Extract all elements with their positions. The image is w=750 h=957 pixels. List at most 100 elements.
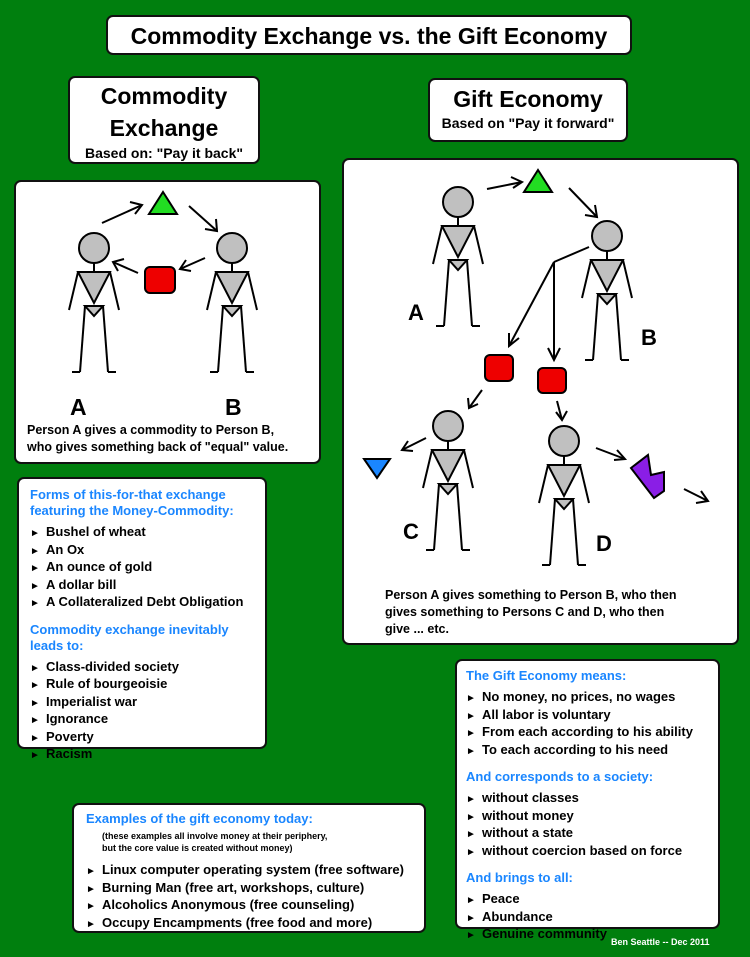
list-item: ►Bushel of wheat — [30, 524, 265, 542]
arrow-c-to-blue-triangle — [400, 437, 427, 452]
person-b-figure — [206, 232, 258, 373]
list-item: ►Abundance — [466, 909, 718, 927]
red-square-icon — [484, 354, 514, 382]
person-a-figure — [432, 186, 484, 327]
gift-title: Gift Economy — [453, 86, 603, 112]
page-title: Commodity Exchange vs. the Gift Economy — [130, 23, 608, 49]
blue-triangle-icon — [362, 458, 392, 480]
list-item: ►Peace — [466, 891, 718, 909]
bullet-arrow-icon: ► — [30, 598, 40, 609]
arrow-onward — [683, 488, 710, 504]
bullet-arrow-icon: ► — [30, 580, 40, 592]
commodity-title-line2: Exchange — [109, 115, 219, 141]
leads-list: ►Class-divided society ►Rule of bourgeoi… — [30, 659, 265, 764]
label-person-c: C — [403, 519, 419, 544]
bullet-arrow-icon: ► — [466, 693, 476, 704]
list-item: ►A Collateralized Debt Obligation — [30, 594, 265, 612]
list-item: ►No money, no prices, no wages — [466, 689, 718, 707]
person-a-figure — [68, 232, 120, 373]
bullet-arrow-icon: ► — [466, 710, 476, 722]
society-heading: And corresponds to a society: — [466, 769, 654, 784]
person-b-figure — [581, 220, 633, 361]
list-item: ►Rule of bourgeoisie — [30, 676, 265, 694]
list-item: ►Imperialist war — [30, 694, 265, 712]
list-item: ►An Ox — [30, 542, 265, 560]
list-item: ►Ignorance — [30, 711, 265, 729]
bullet-arrow-icon: ► — [30, 697, 40, 709]
list-item: ►A dollar bill — [30, 577, 265, 595]
bullet-arrow-icon: ► — [30, 563, 40, 574]
bullet-arrow-icon: ► — [466, 745, 476, 757]
list-item: ►without a state — [466, 825, 718, 843]
bullet-arrow-icon: ► — [86, 883, 96, 895]
commodity-caption-line1: Person A gives a commodity to Person B, — [27, 423, 275, 437]
arrow-square-to-c — [467, 389, 483, 410]
bullet-arrow-icon: ► — [30, 662, 40, 674]
arrow-b-to-square — [178, 257, 206, 272]
list-item: ►Alcoholics Anonymous (free counseling) — [86, 897, 424, 915]
gift-subtitle: Based on "Pay it forward" — [441, 115, 615, 131]
bullet-arrow-icon: ► — [30, 732, 40, 744]
list-item: ►From each according to his ability — [466, 724, 718, 742]
means-list: ►No money, no prices, no wages ►All labo… — [466, 689, 718, 759]
title-banner: Commodity Exchange vs. the Gift Economy — [106, 15, 632, 55]
list-item: ►Racism — [30, 746, 265, 764]
examples-note-line1: (these examples all involve money at the… — [102, 831, 328, 841]
forms-heading-line2: featuring the Money-Commodity: — [30, 503, 234, 518]
leads-heading-line1: Commodity exchange inevitably — [30, 621, 229, 637]
red-square-icon — [144, 266, 176, 294]
green-triangle-icon — [147, 190, 179, 215]
list-item: ►without coercion based on force — [466, 843, 718, 861]
arrow-a-to-triangle — [486, 176, 525, 190]
person-d-figure — [538, 425, 590, 566]
commodity-diagram-svg — [68, 190, 258, 373]
list-item: ►To each according to his need — [466, 742, 718, 760]
leads-heading-line2: leads to: — [30, 637, 84, 653]
examples-note-line2: but the core value is created without mo… — [102, 843, 293, 853]
bullet-arrow-icon: ► — [466, 930, 476, 941]
means-heading: The Gift Economy means: — [466, 668, 627, 683]
bullet-arrow-icon: ► — [466, 794, 476, 805]
list-item: ►Class-divided society — [30, 659, 265, 677]
list-item: ►Genuine community — [466, 926, 718, 944]
examples-heading: Examples of the gift economy today: — [86, 811, 313, 826]
bullet-arrow-icon: ► — [30, 528, 40, 539]
arrow-square-to-d — [555, 400, 568, 422]
commodity-subtitle: Based on: "Pay it back" — [85, 145, 243, 161]
gift-caption-line2: gives something to Persons C and D, who … — [385, 605, 665, 619]
arrow-d-to-purple-shape — [595, 447, 628, 461]
gift-caption-line3: give ... etc. — [385, 622, 449, 636]
list-item: ►Burning Man (free art, workshops, cultu… — [86, 880, 424, 898]
red-square-icon — [537, 367, 567, 394]
society-list: ►without classes ►without money ►without… — [466, 790, 718, 860]
list-item: ►without classes — [466, 790, 718, 808]
bullet-arrow-icon: ► — [30, 715, 40, 726]
list-item: ►All labor is voluntary — [466, 707, 718, 725]
author-credit: Ben Seattle -- Dec 2011 — [611, 937, 710, 947]
bullet-arrow-icon: ► — [30, 680, 40, 691]
list-item: ►Linux computer operating system (free s… — [86, 862, 424, 880]
commodity-caption: Person A gives a commodity to Person B, … — [27, 422, 288, 456]
commodity-exchange-diagram: A B Person A gives a commodity to Person… — [14, 180, 321, 464]
person-c-figure — [422, 410, 474, 551]
label-person-b: B — [225, 394, 242, 420]
commodity-title-line1: Commodity — [100, 83, 228, 109]
green-triangle-icon — [522, 168, 554, 193]
bullet-arrow-icon: ► — [466, 728, 476, 739]
gift-economy-diagram: A B C D Person A gives something to Pers… — [342, 158, 739, 645]
bullet-arrow-icon: ► — [86, 901, 96, 912]
gift-diagram-svg — [362, 168, 710, 566]
gift-economy-examples-panel: Examples of the gift economy today: (the… — [72, 803, 426, 933]
bullet-arrow-icon: ► — [86, 918, 96, 930]
bullet-arrow-icon: ► — [466, 846, 476, 858]
list-item: ►Occupy Encampments (free food and more) — [86, 915, 424, 933]
bullet-arrow-icon: ► — [30, 545, 40, 557]
bullet-arrow-icon: ► — [466, 829, 476, 840]
forms-heading-line1: Forms of this-for-that exchange — [30, 487, 226, 502]
brings-list: ►Peace ►Abundance ►Genuine community — [466, 891, 718, 944]
list-item: ►without money — [466, 808, 718, 826]
purple-shape-icon — [629, 453, 665, 500]
arrow-triangle-to-b — [568, 187, 599, 219]
gift-caption-line1: Person A gives something to Person B, wh… — [385, 588, 677, 602]
brings-heading: And brings to all: — [466, 870, 573, 885]
